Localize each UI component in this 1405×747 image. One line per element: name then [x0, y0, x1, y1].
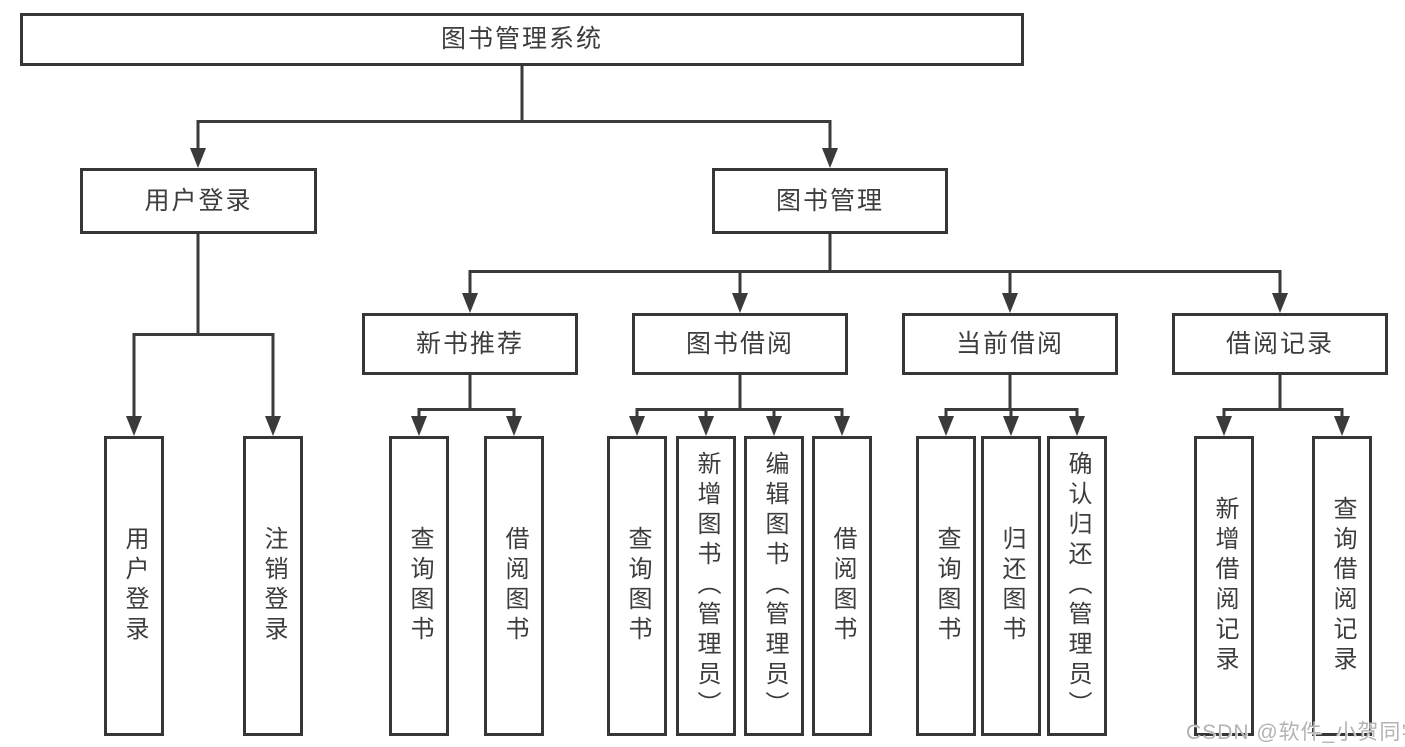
edge-root-to-level2: [196, 66, 832, 152]
edge-records-to-leaves: [1222, 375, 1344, 422]
arrowhead-icon: [766, 416, 782, 436]
leaf-logout: 注销登录: [243, 436, 303, 736]
arrowhead-icon: [629, 416, 645, 436]
arrowhead-icon: [506, 416, 522, 436]
leaf-confirm-return-admin: 确认归还（管理员）: [1047, 436, 1107, 736]
leaf-user-login: 用户登录: [104, 436, 164, 736]
arrowhead-icon: [1216, 416, 1232, 436]
leaf-query-books-borrow: 查询图书: [607, 436, 667, 736]
node-current-borrowing: 当前借阅: [902, 313, 1118, 375]
node-new-book-recommend: 新书推荐: [362, 313, 578, 375]
arrowhead-icon: [462, 293, 478, 313]
arrowhead-icon: [1334, 416, 1350, 436]
node-book-borrowing: 图书借阅: [632, 313, 848, 375]
node-book-management: 图书管理: [712, 168, 948, 234]
edge-newrec-to-leaves: [417, 375, 516, 422]
arrowhead-icon: [1003, 416, 1019, 436]
arrowhead-icon: [698, 416, 714, 436]
edge-current-to-leaves: [944, 375, 1079, 422]
node-borrowing-records: 借阅记录: [1172, 313, 1388, 375]
edge-borrow-to-leaves: [635, 375, 844, 422]
arrowhead-icon: [834, 416, 850, 436]
leaf-add-books-admin: 新增图书（管理员）: [676, 436, 736, 736]
arrowhead-icon: [1069, 416, 1085, 436]
arrowhead-icon: [1272, 293, 1288, 313]
leaf-borrow-books: 借阅图书: [812, 436, 872, 736]
node-user-login: 用户登录: [80, 168, 317, 234]
arrowhead-icon: [938, 416, 954, 436]
leaf-return-books: 归还图书: [981, 436, 1041, 736]
arrowhead-icon: [1002, 293, 1018, 313]
leaf-query-borrow-record: 查询借阅记录: [1312, 436, 1372, 736]
arrowhead-icon: [265, 416, 281, 436]
arrowhead-icon: [126, 416, 142, 436]
arrowhead-icon: [822, 148, 838, 168]
leaf-query-books-newrec: 查询图书: [389, 436, 449, 736]
leaf-borrow-books-newrec: 借阅图书: [484, 436, 544, 736]
leaf-edit-books-admin: 编辑图书（管理员）: [744, 436, 804, 736]
csdn-watermark: CSDN @软件_小贺同学: [1186, 721, 1405, 744]
edge-userlogin-to-leaves: [132, 234, 275, 422]
arrowhead-icon: [732, 293, 748, 313]
arrowhead-icon: [190, 148, 206, 168]
node-root-library-system: 图书管理系统: [20, 13, 1024, 66]
leaf-query-books-current: 查询图书: [916, 436, 976, 736]
arrowhead-icon: [411, 416, 427, 436]
leaf-add-borrow-record: 新增借阅记录: [1194, 436, 1254, 736]
edge-bookmgmt-to-level3: [468, 234, 1282, 298]
